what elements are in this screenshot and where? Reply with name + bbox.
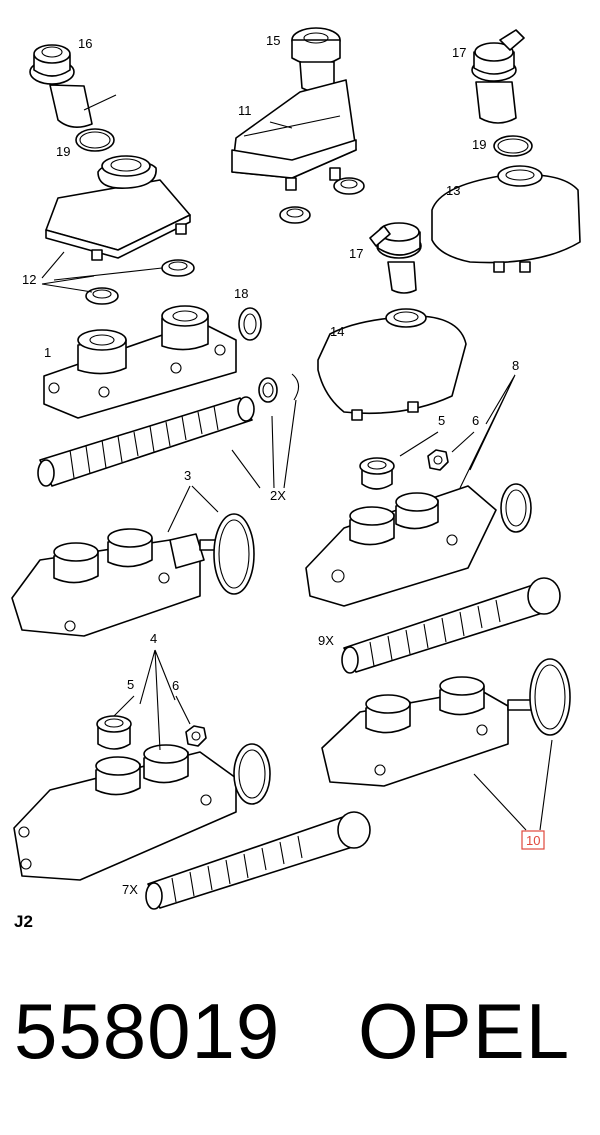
part-19-seal-ring: [75, 128, 115, 152]
callout-1: 1: [44, 345, 51, 360]
callout-16: 16: [78, 36, 92, 51]
callout-10-highlight: [521, 830, 545, 850]
part-1-master-cylinder: [43, 305, 237, 419]
callout-labels: 16 15 17 11 19 19 13 17 12 18 14 1 8 5 6…: [22, 33, 545, 897]
part-9-piston-assembly: [341, 577, 561, 674]
brand-name: OPEL: [358, 987, 571, 1075]
callout-17-mid: 17: [349, 246, 363, 261]
callout-7x: 7X: [122, 882, 138, 897]
piston-assembly-top: [37, 396, 255, 487]
part-7-piston-assembly: [145, 811, 371, 910]
callout-5-left: 5: [127, 677, 134, 692]
part-number: 558019: [14, 987, 281, 1075]
part-16-reservoir-cap: [29, 44, 93, 128]
callout-18: 18: [234, 286, 248, 301]
part-10-seal-ring: [529, 658, 571, 736]
callout-9x: 9X: [318, 633, 334, 648]
callout-17-top: 17: [452, 45, 466, 60]
part-18-seal: [238, 307, 262, 341]
part-4-master-cylinder: [13, 744, 237, 881]
part-12-reservoir: [45, 155, 191, 261]
callout-6-right: 6: [472, 413, 479, 428]
part-5-plug-right: [359, 457, 395, 490]
part-3-master-cylinder: [11, 528, 247, 637]
callout-15: 15: [266, 33, 280, 48]
callout-3: 3: [184, 468, 191, 483]
part-4-seal-ring: [233, 743, 271, 805]
callout-10: 10: [526, 833, 540, 848]
callout-14: 14: [330, 324, 344, 339]
leader-lines: [41, 94, 553, 831]
part-11-reservoir: [231, 79, 357, 191]
part-15-cap: [291, 27, 341, 93]
callout-6-left: 6: [172, 678, 179, 693]
callout-4: 4: [150, 631, 157, 646]
callout-2x: 2X: [270, 488, 286, 503]
part-13-reservoir: [431, 165, 581, 273]
part-11-grommets: [279, 177, 365, 224]
part-2-seals: [258, 373, 300, 403]
part-12-grommets: [85, 259, 195, 305]
callout-19-left: 19: [56, 144, 70, 159]
callout-5-right: 5: [438, 413, 445, 428]
part-17-cap-mid: [369, 222, 422, 294]
callout-13: 13: [446, 183, 460, 198]
callout-11: 11: [238, 103, 252, 118]
part-17-cap-with-sensor: [471, 29, 525, 124]
part-8-master-cylinder: [305, 485, 497, 607]
callout-19-right: 19: [472, 137, 486, 152]
part-10-master-cylinder: [321, 676, 555, 787]
part-6-nut-left: [185, 725, 207, 747]
part-5-plug-left: [96, 715, 132, 750]
part-3-seal-ring: [213, 513, 255, 595]
part-14-reservoir: [317, 308, 467, 421]
section-code: J2: [14, 912, 33, 931]
part-6-nut-right: [427, 449, 449, 471]
callout-12: 12: [22, 272, 36, 287]
callout-8: 8: [512, 358, 519, 373]
